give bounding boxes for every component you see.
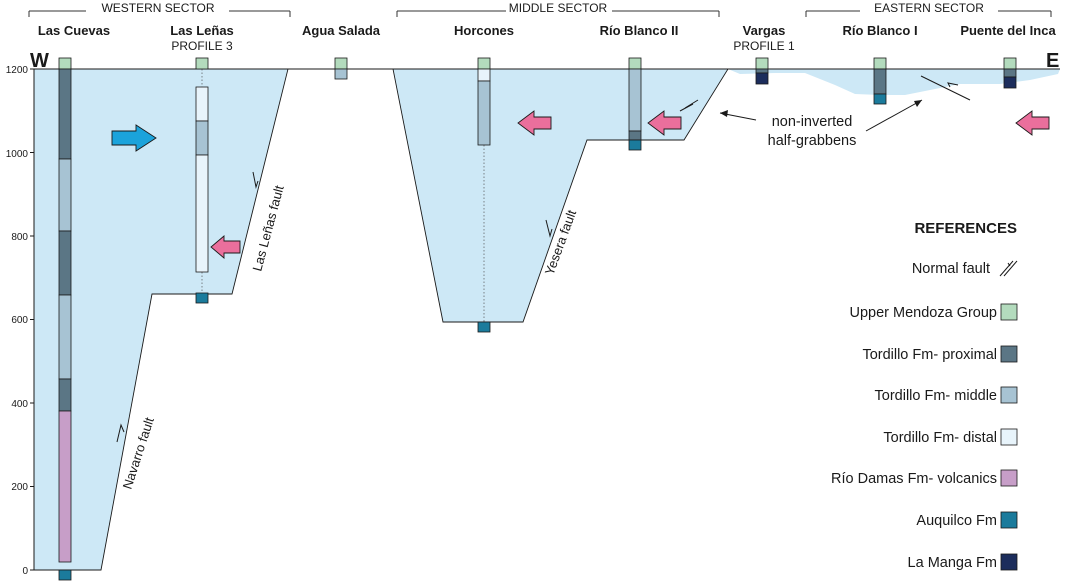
locality-las-cuevas: Las Cuevas — [38, 23, 110, 38]
profile-1-label: PROFILE 1 — [733, 39, 795, 53]
legend-swatch-rio-damas — [1000, 469, 1018, 487]
paleocurrent-arrows — [111, 110, 1050, 259]
y-tick-400: 400 — [11, 399, 28, 410]
legend-label-rio-damas: Río Damas Fm- volcanics — [831, 471, 997, 487]
column-rio-blanco-i — [873, 57, 887, 105]
annotation-line-2: half-grabbens — [768, 133, 857, 149]
y-tick-1000: 1000 — [6, 149, 29, 160]
half-graben-annotation: non-inverted half-grabbens — [719, 99, 923, 149]
locality-rio-blanco-ii: Río Blanco II — [600, 23, 679, 38]
normal-fault-symbol — [999, 260, 1018, 277]
legend-swatch-tordillo-middle — [1000, 386, 1018, 404]
middle-basin — [392, 68, 729, 323]
western-basin — [33, 68, 289, 571]
arrow-east-blue — [111, 124, 157, 152]
east-marker: E — [1046, 50, 1059, 72]
legend-label-auquilco: Auquilco Fm — [916, 513, 997, 529]
legend-swatch-tordillo-distal — [1000, 428, 1018, 446]
fault-slip-indicators — [116, 75, 971, 443]
column-vargas — [755, 57, 769, 85]
legend-swatch-upper-mendoza — [1000, 303, 1018, 321]
column-horcones — [477, 57, 491, 333]
legend-swatch-auquilco — [1000, 511, 1018, 529]
column-puente-del-inca — [1003, 57, 1017, 89]
y-tick-0: 0 — [22, 566, 28, 577]
legend-label-tordillo-distal: Tordillo Fm- distal — [883, 430, 997, 446]
arrow-west-pink-horcones — [517, 110, 552, 136]
legend-title: REFERENCES — [914, 220, 1017, 237]
y-tick-1200: 1200 — [6, 65, 29, 76]
column-las-lenas — [195, 57, 209, 304]
legend: REFERENCES Normal fault Upper Mendoza Gr… — [831, 220, 1018, 571]
locality-puente-del-inca: Puente del Inca — [960, 23, 1056, 38]
legend-swatch-la-manga — [1000, 553, 1018, 571]
legend-normal-fault-label: Normal fault — [912, 261, 990, 277]
arrow-west-pink-rio-blanco-ii — [647, 110, 682, 136]
eastern-depression — [728, 69, 1060, 95]
annotation-line-1: non-inverted — [772, 114, 853, 130]
eastern-sector-label: EASTERN SECTOR — [874, 1, 984, 15]
y-axis: 0 200 400 600 800 1000 1200 — [6, 65, 35, 577]
y-tick-800: 800 — [11, 232, 28, 243]
basin-fill — [33, 68, 1060, 571]
y-tick-200: 200 — [11, 482, 28, 493]
locality-agua-salada: Agua Salada — [302, 23, 381, 38]
locality-horcones: Horcones — [454, 23, 514, 38]
arrow-west-pink-las-lenas — [210, 235, 241, 259]
legend-label-upper-mendoza: Upper Mendoza Group — [850, 305, 998, 321]
western-sector-label: WESTERN SECTOR — [101, 1, 214, 15]
west-marker: W — [30, 50, 49, 72]
locality-rio-blanco-i: Río Blanco I — [842, 23, 917, 38]
locality-las-lenas: Las Leñas — [170, 23, 234, 38]
column-agua-salada — [334, 57, 348, 80]
legend-swatch-tordillo-proximal — [1000, 345, 1018, 363]
locality-vargas: Vargas — [743, 23, 786, 38]
column-las-cuevas — [58, 57, 72, 581]
legend-label-tordillo-middle: Tordillo Fm- middle — [875, 388, 997, 404]
column-rio-blanco-ii — [628, 57, 642, 151]
profile-3-label: PROFILE 3 — [171, 39, 233, 53]
locality-labels: Las Cuevas Las Leñas PROFILE 3 Agua Sala… — [38, 23, 1057, 53]
y-tick-600: 600 — [11, 315, 28, 326]
stratigraphic-columns — [58, 57, 1017, 581]
arrow-west-pink-puente-del-inca — [1015, 110, 1050, 136]
legend-label-la-manga: La Manga Fm — [908, 555, 997, 571]
legend-label-tordillo-proximal: Tordillo Fm- proximal — [862, 347, 997, 363]
middle-sector-label: MIDDLE SECTOR — [509, 1, 608, 15]
